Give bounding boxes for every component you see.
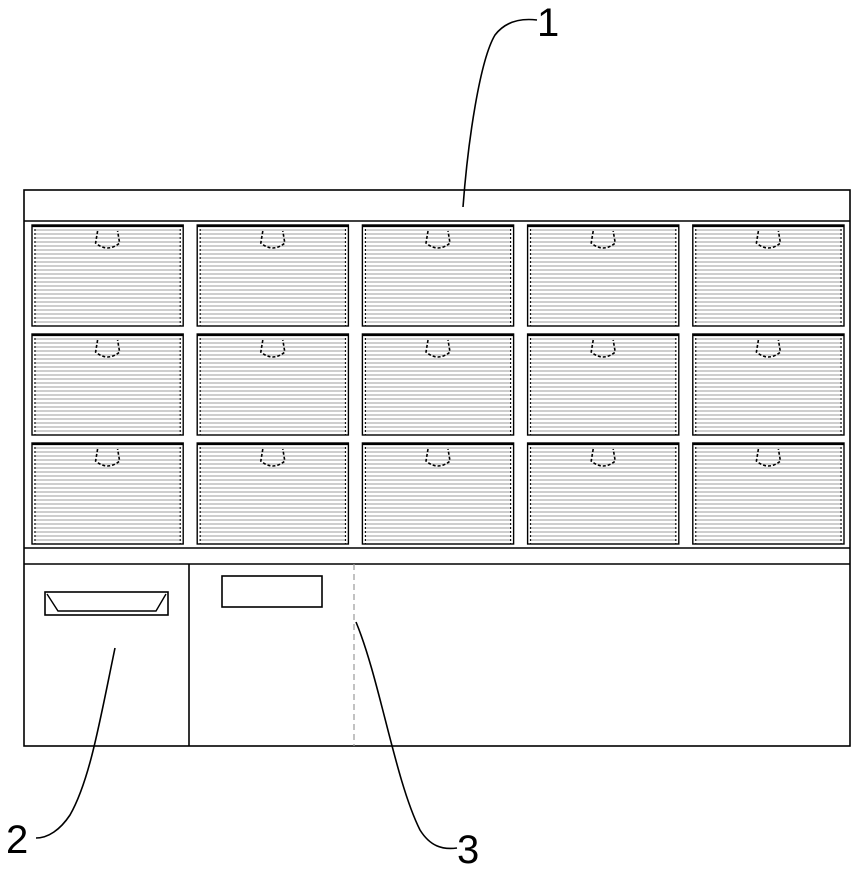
drawer-frame [32,443,183,544]
drawer [197,443,348,544]
drawer-frame [693,334,844,435]
leader-line-2 [36,648,115,838]
leader-line-3 [356,622,457,848]
display-window [222,576,322,607]
drawer-frame [197,443,348,544]
drawer-frame [528,334,679,435]
drawer-frame [693,225,844,326]
drawer [693,334,844,435]
drawer-frame [362,334,513,435]
drawer-frame [197,225,348,326]
drawer-frame [528,225,679,326]
drawer-grid [32,225,844,544]
drawer [693,225,844,326]
callout-2: 2 [6,818,28,862]
drawer-frame [32,225,183,326]
drawer-frame [32,334,183,435]
drawer [362,334,513,435]
drawer [32,334,183,435]
drawer [32,225,183,326]
drawer-frame [362,225,513,326]
drawer [528,225,679,326]
drawer-frame [197,334,348,435]
drawer-frame [528,443,679,544]
callout-3: 3 [457,828,479,869]
drawer-frame [362,443,513,544]
drawer [528,334,679,435]
panel-slot [45,592,168,615]
drawer [197,225,348,326]
drawer-frame [693,443,844,544]
drawer [528,443,679,544]
callout-1: 1 [537,1,559,45]
drawer [197,334,348,435]
drawer [362,443,513,544]
leader-line-1 [463,20,537,207]
drawer [362,225,513,326]
drawer [32,443,183,544]
drawer [693,443,844,544]
